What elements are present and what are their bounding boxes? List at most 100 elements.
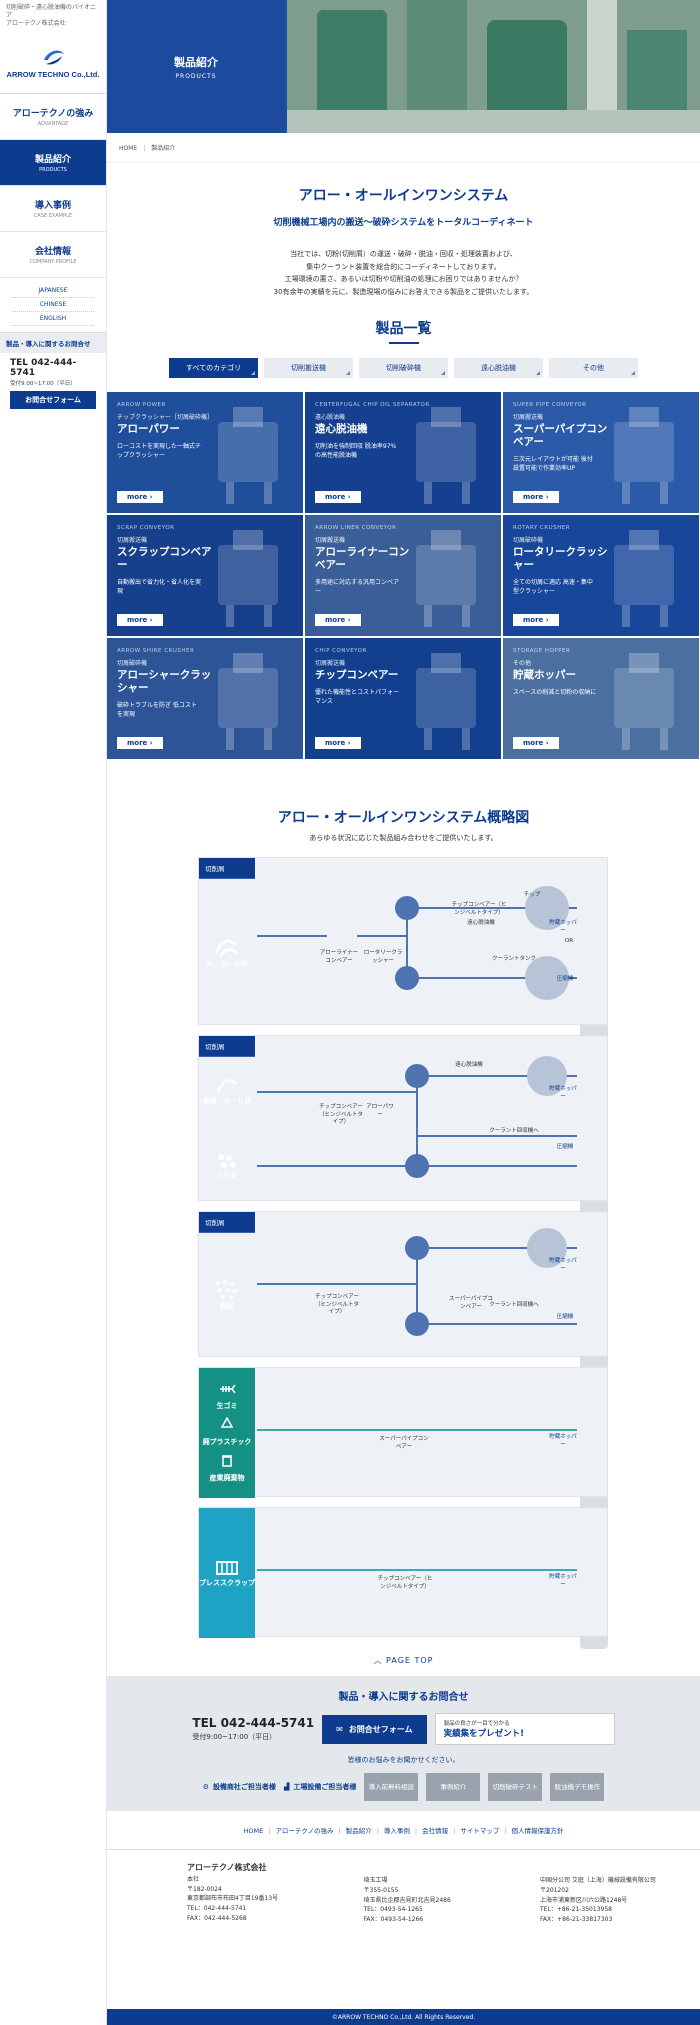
catalog-promo-banner[interactable]: 製品の良さが一目で分かる 実績集をプレゼント! [434, 1713, 615, 1746]
chevron-right-icon: › [545, 493, 549, 502]
footer-link[interactable]: 導入事例 [383, 1827, 410, 1836]
flow-block-press-scrap: プレススクラップ チップコンベアー（ヒンジベルトタイプ） 貯蔵ホッパー [198, 1507, 608, 1639]
more-button[interactable]: more › [513, 491, 559, 504]
audience-label: 設備商社ご担当者様 [212, 1783, 276, 1792]
breadcrumb-home[interactable]: HOME [119, 145, 138, 152]
lang-japanese[interactable]: JAPANESE [12, 284, 94, 299]
block-label-text: 小片状 [216, 1170, 238, 1179]
logo[interactable]: ARROW TECHNO Co.,Ltd. [0, 31, 106, 93]
contact-hours: 受付9:00~17:00（平日） [192, 1733, 277, 1742]
more-button[interactable]: more › [117, 737, 163, 750]
node-label: チップコンベアー（ヒンジベルトタイプ） [377, 1576, 433, 1590]
more-button[interactable]: more › [513, 737, 559, 750]
node-label: チップコンベアー（ヒンジベルトタイプ） [319, 1104, 364, 1125]
nav-company[interactable]: 会社情報 COMPANY PROFILE [0, 232, 106, 279]
block-caption: 切削屑 [199, 1036, 255, 1058]
footer-link[interactable]: HOME [243, 1827, 264, 1836]
lang-english[interactable]: ENGLISH [12, 312, 94, 327]
node-label: 遠心脱油機 [467, 920, 495, 927]
nav-advantage[interactable]: アローテクノの強み ADVANTAGE [0, 94, 106, 141]
product-image [416, 407, 476, 505]
footer-link[interactable]: 個人情報保護方針 [511, 1827, 564, 1836]
node-label: チップコンベアー（ヒンジベルトタイプ） [451, 902, 507, 916]
node-label: 貯蔵ホッパー [549, 920, 577, 934]
nav-products[interactable]: 製品紹介 PRODUCTS [0, 140, 106, 187]
page-top-link[interactable]: ︿ PAGE TOP [107, 1655, 700, 1666]
product-category: チップクラッシャー［切屑破砕機］ [117, 414, 214, 422]
block-label-text: 生ゴミ [216, 1402, 238, 1411]
node-label: ロータリークラッシャー [363, 950, 403, 964]
node-label: 遠心脱油機 [455, 1062, 483, 1069]
free-consultation-button[interactable]: 導入前無料相談 [364, 1773, 419, 1802]
crush-test-button[interactable]: 切削破砕テスト [488, 1773, 543, 1802]
coolant-no-node [395, 966, 419, 991]
system-flow-diagram: 切削屑 大・カール状 アローライナーコンベアー ロータリークラッシャ [198, 857, 608, 1650]
footer-nav: HOME|アローテクノの強み|製品紹介|導入事例|会社情報|サイトマップ|個人情… [107, 1811, 700, 1851]
hero-title-box: 製品紹介 PRODUCTS [107, 0, 285, 133]
product-image [416, 653, 476, 751]
product-name: アローシャークラッシャー [117, 669, 212, 694]
footer-link[interactable]: 会社情報 [422, 1827, 449, 1836]
nav-case-example[interactable]: 導入事例 CASE EXAMPLE [0, 186, 106, 233]
intro-line: 30有余年の実績を元に、製造現場の悩みにお答えできる製品をご提供いたします。 [273, 287, 534, 296]
copyright: ©ARROW TECHNO Co.,Ltd. All Rights Reserv… [107, 2009, 700, 2025]
product-category: 切屑搬送機 [117, 537, 148, 545]
lang-chinese[interactable]: CHINESE [12, 298, 94, 313]
more-button[interactable]: more › [117, 491, 163, 504]
product-description: 切削油を強制回収 脱油率97%の高性能脱油機 [315, 442, 397, 459]
more-button[interactable]: more › [315, 614, 361, 627]
node-label: 貯蔵ホッパー [549, 1086, 577, 1100]
tab-separator[interactable]: 遠心脱油機 [454, 358, 543, 379]
product-description: 破砕トラブルを防ぎ 低コストを実現 [117, 701, 197, 718]
contact-form-button[interactable]: ✉ お問合せフォーム [322, 1714, 427, 1744]
office-name: 本社 [187, 1876, 200, 1884]
tab-all[interactable]: すべてのカテゴリ [169, 358, 258, 379]
separator-demo-button[interactable]: 脱油機デモ操作 [550, 1773, 605, 1802]
more-button[interactable]: more › [315, 737, 361, 750]
footer-link[interactable]: アローテクノの強み [275, 1827, 334, 1836]
contact-row: TEL 042-444-5741 受付9:00~17:00（平日） ✉ お問合せ… [107, 1713, 700, 1746]
node-label: 貯蔵ホッパー [549, 1574, 577, 1588]
scraper-conveyor-node [527, 1228, 567, 1269]
scraper-conveyor-node [525, 956, 569, 1001]
sidebar-tel[interactable]: TEL 042-444-5741 [10, 358, 77, 379]
audience-label: 工場設備ご担当者様 [293, 1783, 357, 1792]
case-study-button[interactable]: 事例紹介 [426, 1773, 481, 1802]
contact-phone-block: TEL 042-444-5741 受付9:00~17:00（平日） [192, 1716, 314, 1742]
tab-other[interactable]: その他 [549, 358, 638, 379]
block-label: 粒状 [199, 1232, 255, 1357]
product-category: 切屑搬送機 [315, 537, 346, 545]
office-tel: TEL：+86-21-35013958 [540, 1906, 612, 1914]
coolant-no-node [405, 1154, 429, 1179]
audience-factory: ▟工場設備ご担当者様 [284, 1782, 356, 1792]
sidebar-contact-form-button[interactable]: お問合せフォーム [10, 391, 96, 410]
more-button[interactable]: more › [117, 614, 163, 627]
footer-link[interactable]: 製品紹介 [345, 1827, 372, 1836]
node-label: 圧縮機 [556, 1314, 574, 1321]
gear-icon: ⚙ [202, 1783, 209, 1792]
block-caption: 切削屑 [199, 858, 255, 880]
tab-crusher[interactable]: 切削破砕機 [359, 358, 448, 379]
trash-bin-icon [222, 1455, 232, 1468]
footer-link[interactable]: サイトマップ [460, 1827, 500, 1836]
product-name: アローライナーコンベアー [315, 546, 410, 571]
node-label: チップ [523, 892, 541, 899]
node-label: 貯蔵ホッパー [549, 1258, 577, 1272]
sidebar-nav: アローテクノの強み ADVANTAGE 製品紹介 PRODUCTS 導入事例 C… [0, 93, 106, 279]
tab-conveyor[interactable]: 切削搬送機 [264, 358, 353, 379]
contact-tel[interactable]: TEL 042-444-5741 [192, 1716, 315, 1731]
node-label: スーパーパイプコンベアー [379, 1436, 429, 1450]
footer-link-separator: | [376, 1827, 379, 1836]
more-button[interactable]: more › [513, 614, 559, 627]
flow-block-4-diagram [257, 1429, 577, 1432]
more-button[interactable]: more › [315, 491, 361, 504]
